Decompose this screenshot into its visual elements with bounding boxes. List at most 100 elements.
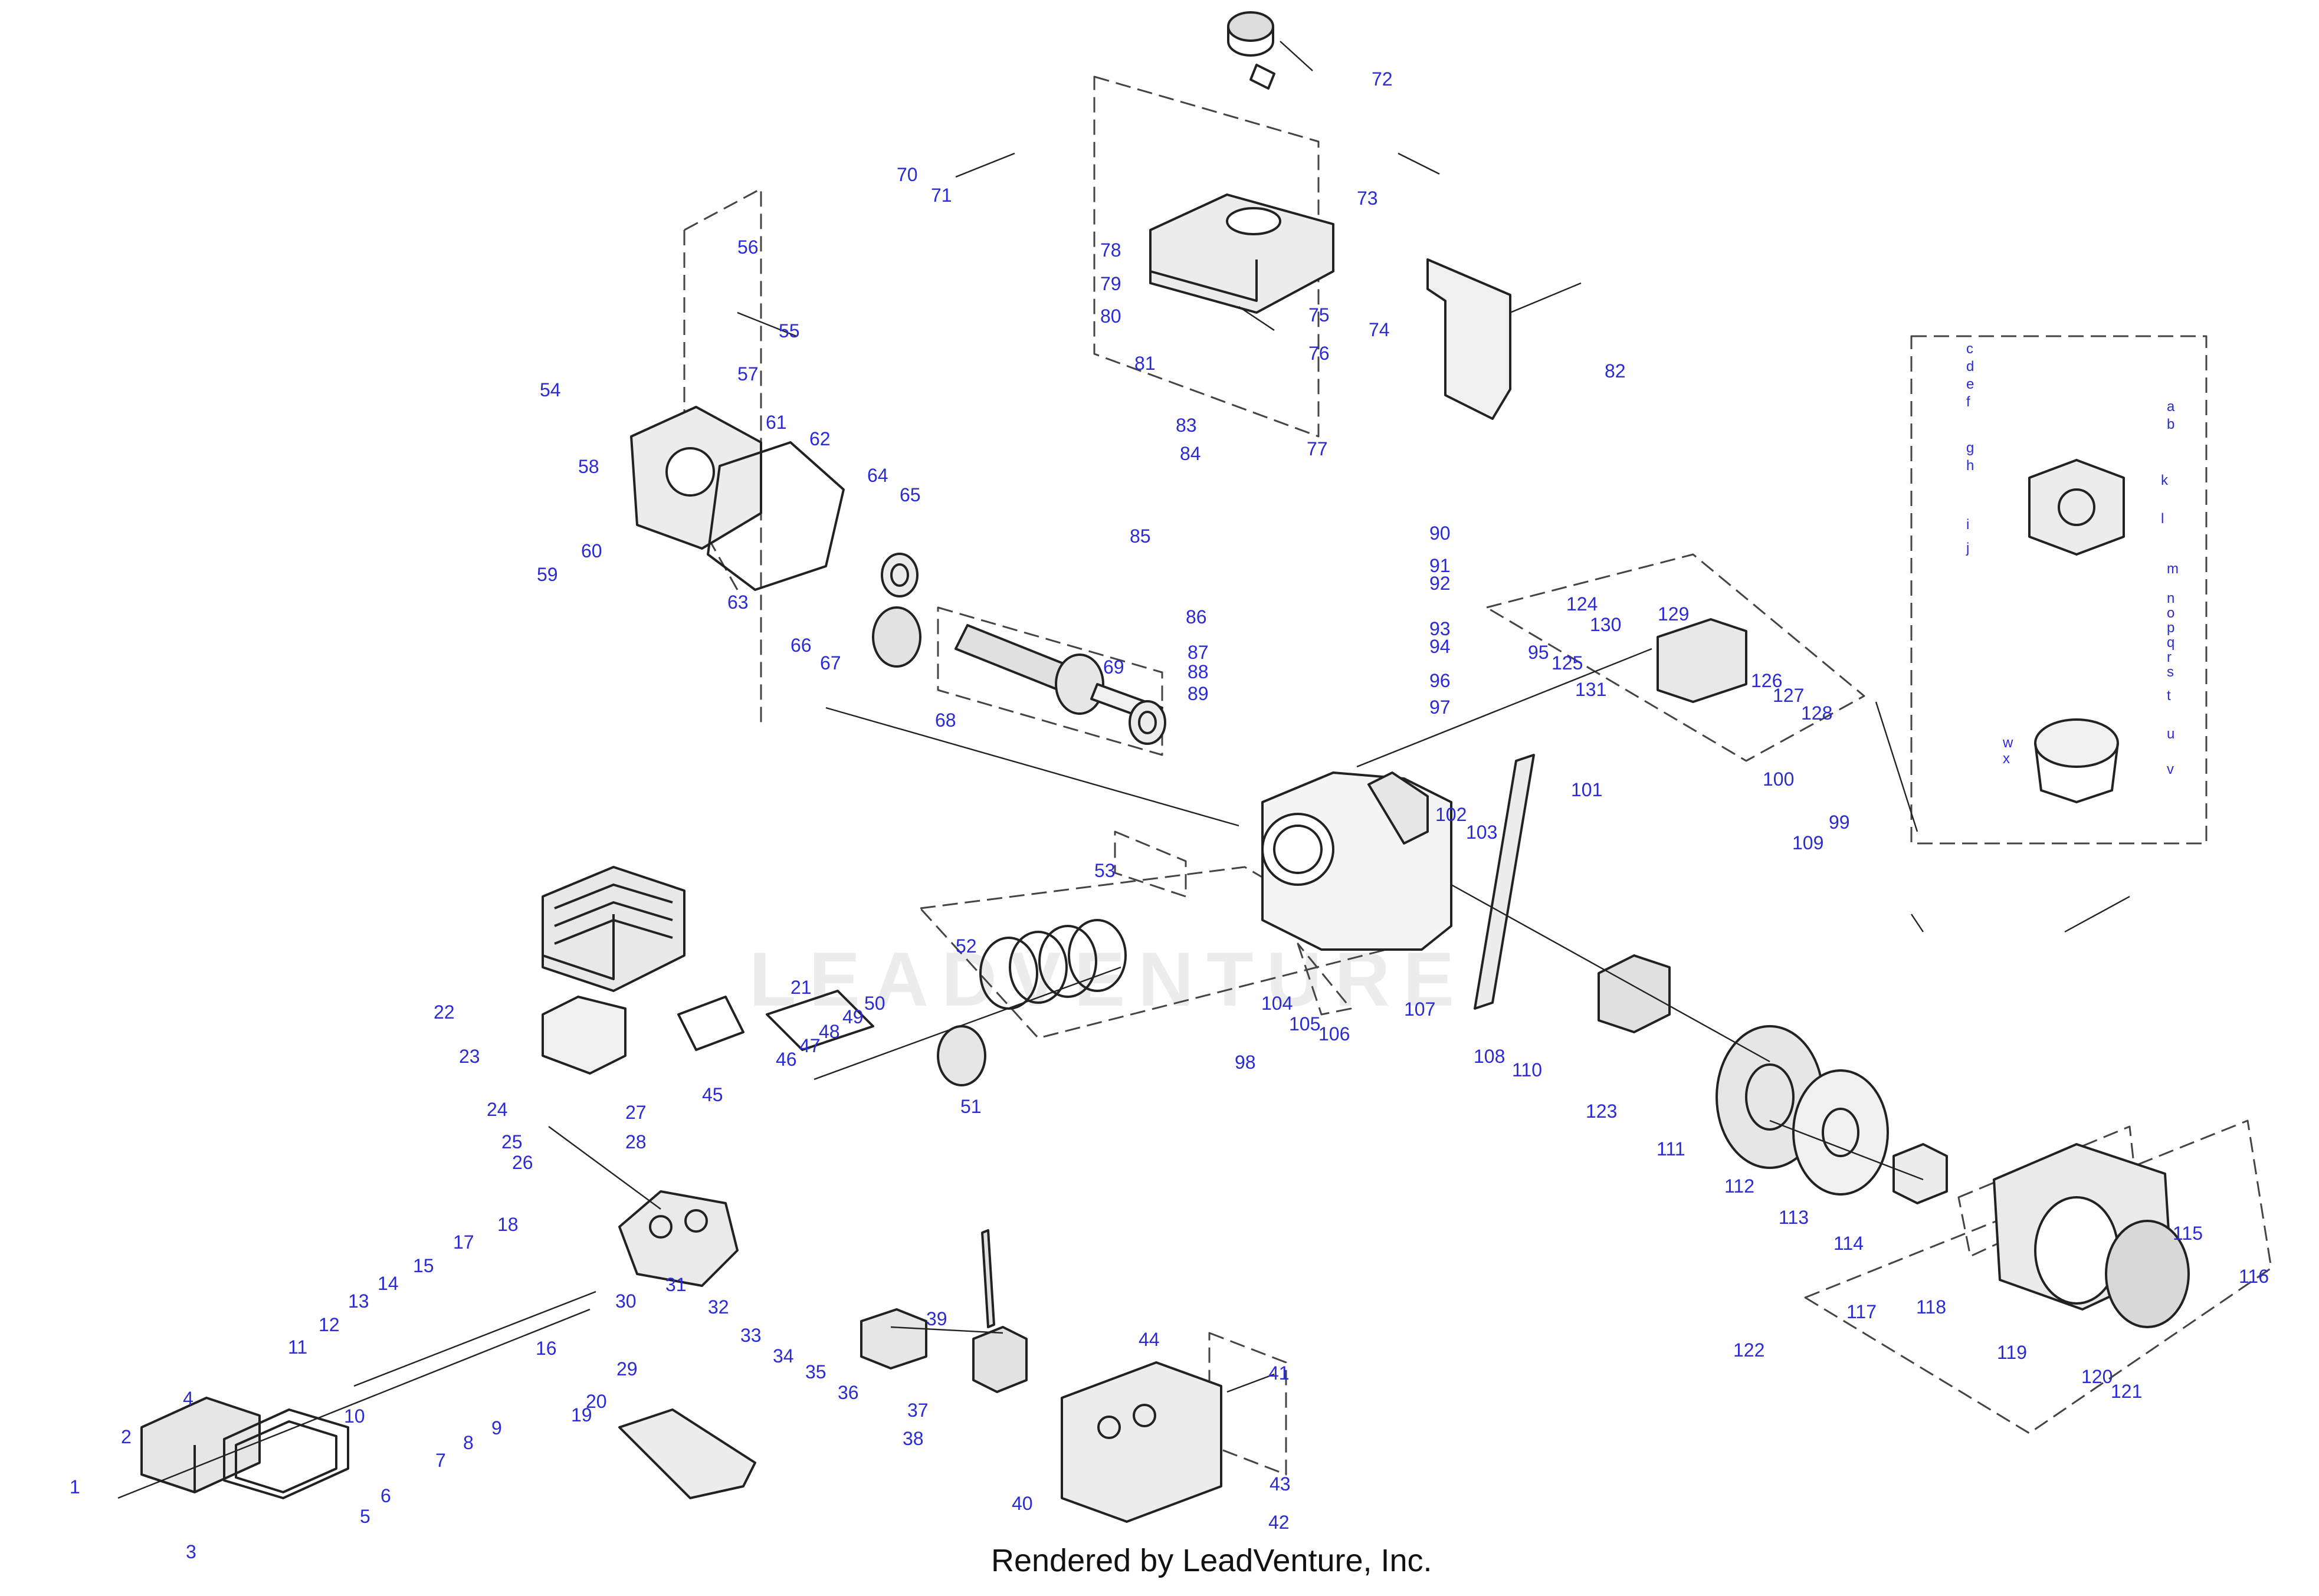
callout-119[interactable]: 119: [1997, 1342, 2028, 1363]
callout-128[interactable]: 128: [1801, 702, 1833, 724]
callout-61[interactable]: 61: [766, 412, 787, 433]
callout-35[interactable]: 35: [805, 1361, 826, 1382]
callout-f[interactable]: f: [1966, 394, 1970, 410]
callout-81[interactable]: 81: [1134, 353, 1156, 374]
callout-21[interactable]: 21: [791, 977, 812, 998]
callout-121[interactable]: 121: [2111, 1381, 2143, 1402]
callout-116[interactable]: 116: [2239, 1266, 2269, 1287]
callout-83[interactable]: 83: [1176, 415, 1197, 436]
callout-30[interactable]: 30: [615, 1290, 637, 1312]
callout-29[interactable]: 29: [616, 1358, 638, 1380]
callout-46[interactable]: 46: [776, 1049, 797, 1070]
callout-125[interactable]: 125: [1552, 652, 1583, 674]
callout-10[interactable]: 10: [344, 1405, 365, 1427]
callout-49[interactable]: 49: [842, 1006, 864, 1027]
callout-7[interactable]: 7: [435, 1450, 446, 1471]
callout-a[interactable]: a: [2167, 399, 2175, 415]
callout-70[interactable]: 70: [897, 164, 918, 185]
callout-67[interactable]: 67: [820, 652, 841, 674]
callout-53[interactable]: 53: [1094, 860, 1116, 881]
callout-93[interactable]: 93: [1429, 618, 1451, 639]
callout-s[interactable]: s: [2167, 664, 2174, 680]
callout-r[interactable]: r: [2167, 649, 2172, 665]
callout-106[interactable]: 106: [1318, 1023, 1350, 1045]
callout-51[interactable]: 51: [960, 1096, 982, 1117]
callout-52[interactable]: 52: [956, 935, 977, 957]
callout-l[interactable]: l: [2161, 511, 2164, 527]
callout-123[interactable]: 123: [1586, 1101, 1618, 1122]
callout-131[interactable]: 131: [1575, 679, 1607, 700]
callout-100[interactable]: 100: [1763, 769, 1795, 790]
callout-15[interactable]: 15: [413, 1255, 434, 1276]
callout-17[interactable]: 17: [453, 1232, 474, 1253]
callout-58[interactable]: 58: [578, 456, 599, 477]
callout-92[interactable]: 92: [1429, 573, 1451, 594]
callout-99[interactable]: 99: [1829, 812, 1850, 833]
callout-11[interactable]: 11: [288, 1336, 308, 1358]
callout-115[interactable]: 115: [2173, 1223, 2203, 1244]
callout-31[interactable]: 31: [665, 1274, 687, 1295]
callout-57[interactable]: 57: [737, 363, 759, 385]
callout-n[interactable]: n: [2167, 590, 2175, 606]
callout-6[interactable]: 6: [381, 1485, 391, 1506]
callout-b[interactable]: b: [2167, 416, 2175, 432]
callout-78[interactable]: 78: [1100, 239, 1121, 261]
callout-47[interactable]: 47: [799, 1035, 821, 1056]
callout-62[interactable]: 62: [809, 428, 831, 449]
callout-126[interactable]: 126: [1751, 670, 1783, 691]
callout-98[interactable]: 98: [1235, 1052, 1256, 1073]
callout-76[interactable]: 76: [1308, 343, 1330, 364]
callout-1[interactable]: 1: [70, 1476, 80, 1498]
callout-19[interactable]: 19: [571, 1404, 592, 1426]
callout-41[interactable]: 41: [1268, 1362, 1290, 1384]
callout-50[interactable]: 50: [864, 993, 885, 1014]
callout-112[interactable]: 112: [1724, 1175, 1755, 1197]
callout-23[interactable]: 23: [459, 1046, 480, 1067]
callout-e[interactable]: e: [1966, 376, 1974, 392]
callout-71[interactable]: 71: [931, 185, 952, 206]
callout-j[interactable]: j: [1966, 540, 1970, 556]
callout-105[interactable]: 105: [1289, 1013, 1321, 1035]
callout-p[interactable]: p: [2167, 620, 2175, 636]
callout-86[interactable]: 86: [1186, 606, 1207, 628]
callout-84[interactable]: 84: [1180, 443, 1201, 464]
callout-60[interactable]: 60: [581, 540, 602, 561]
callout-118[interactable]: 118: [1916, 1296, 1947, 1318]
callout-32[interactable]: 32: [708, 1296, 729, 1318]
callout-h[interactable]: h: [1966, 458, 1974, 474]
callout-40[interactable]: 40: [1012, 1493, 1033, 1514]
callout-t[interactable]: t: [2167, 688, 2171, 704]
callout-127[interactable]: 127: [1773, 685, 1805, 706]
callout-75[interactable]: 75: [1308, 304, 1330, 326]
callout-89[interactable]: 89: [1188, 683, 1209, 704]
callout-59[interactable]: 59: [537, 564, 558, 585]
callout-44[interactable]: 44: [1139, 1329, 1160, 1350]
callout-104[interactable]: 104: [1261, 993, 1293, 1014]
callout-25[interactable]: 25: [501, 1131, 523, 1152]
callout-48[interactable]: 48: [819, 1021, 840, 1042]
callout-114[interactable]: 114: [1833, 1233, 1864, 1254]
callout-102[interactable]: 102: [1435, 804, 1467, 825]
callout-5[interactable]: 5: [360, 1506, 370, 1527]
callout-103[interactable]: 103: [1466, 822, 1498, 843]
callout-88[interactable]: 88: [1188, 661, 1209, 682]
callout-i[interactable]: i: [1966, 517, 1970, 533]
callout-73[interactable]: 73: [1357, 188, 1378, 209]
callout-79[interactable]: 79: [1100, 273, 1121, 294]
callout-q[interactable]: q: [2167, 635, 2175, 651]
callout-56[interactable]: 56: [737, 237, 759, 258]
callout-74[interactable]: 74: [1369, 319, 1390, 340]
callout-130[interactable]: 130: [1590, 614, 1622, 635]
callout-90[interactable]: 90: [1429, 523, 1451, 544]
callout-22[interactable]: 22: [434, 1001, 455, 1023]
callout-54[interactable]: 54: [540, 379, 561, 400]
callout-109[interactable]: 109: [1792, 832, 1824, 853]
callout-14[interactable]: 14: [378, 1273, 399, 1294]
callout-39[interactable]: 39: [926, 1308, 947, 1329]
callout-12[interactable]: 12: [319, 1314, 340, 1335]
callout-69[interactable]: 69: [1103, 656, 1124, 678]
callout-77[interactable]: 77: [1307, 438, 1328, 459]
callout-34[interactable]: 34: [773, 1345, 794, 1367]
callout-113[interactable]: 113: [1779, 1207, 1809, 1228]
callout-45[interactable]: 45: [702, 1084, 723, 1105]
